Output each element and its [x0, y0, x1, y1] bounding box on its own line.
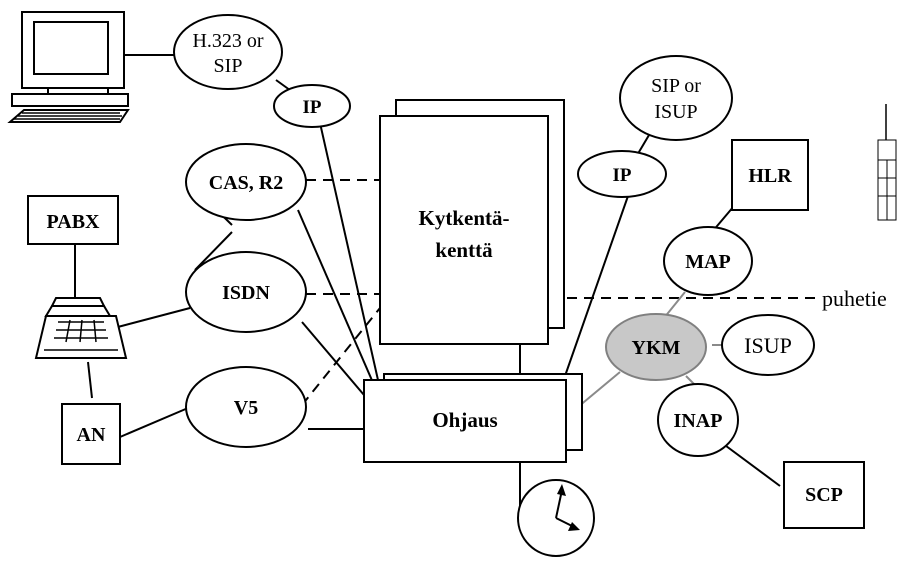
an-label: AN: [77, 424, 106, 446]
isdn-control-link: [301, 321, 365, 396]
h323-label-line1: H.323 or: [192, 30, 263, 52]
inap-label: INAP: [674, 410, 723, 432]
cas-control-link: [297, 209, 375, 386]
h323-node: H.323 or SIP: [173, 14, 283, 90]
isup-node: ISUP: [721, 314, 815, 376]
control-label: Ohjaus: [432, 408, 497, 432]
map-node: MAP: [663, 226, 753, 296]
control-unit: Ohjaus: [363, 373, 583, 463]
telephone-icon: [34, 297, 128, 359]
ykm-node: YKM: [605, 313, 707, 381]
scp-label: SCP: [805, 484, 843, 506]
ykm-label: YKM: [632, 337, 681, 359]
cas-node: CAS, R2: [185, 143, 307, 221]
sip-isup-label-line2: ISUP: [654, 101, 697, 123]
v5-node: V5: [185, 366, 307, 448]
v5-switch-dashed-link: [301, 307, 381, 406]
h323-label-line2: SIP: [214, 55, 243, 77]
switching-label-line2: kenttä: [435, 238, 493, 262]
cas-label: CAS, R2: [209, 172, 283, 194]
hlr-label: HLR: [748, 165, 792, 187]
isup-label: ISUP: [744, 333, 792, 358]
map-ykm-link: [663, 291, 686, 319]
mobile-phone-icon: [877, 104, 897, 221]
ip-right-node: IP: [577, 150, 667, 198]
terminal-isdn-link: [113, 307, 191, 329]
switching-label-line1: Kytkentä-: [419, 206, 510, 230]
inap-node: INAP: [657, 383, 739, 457]
v5-label: V5: [234, 397, 258, 419]
ip-control-link: [319, 122, 379, 381]
pabx-label: PABX: [47, 211, 101, 233]
isdn-node: ISDN: [185, 251, 307, 333]
computer-icon: [7, 11, 130, 123]
connections: [74, 54, 820, 515]
hlr-node: HLR: [731, 139, 809, 211]
speech-path-label: puhetie: [822, 286, 887, 311]
pabx-isdn-link: [194, 231, 233, 271]
ip-left-node: IP: [273, 84, 351, 128]
clock-icon: [517, 479, 595, 557]
scp-node: SCP: [783, 461, 865, 529]
an-v5-link: [119, 407, 189, 438]
sip-isup-label-line1: SIP or: [651, 75, 701, 97]
isdn-label: ISDN: [222, 282, 270, 304]
ip-right-label: IP: [613, 165, 632, 186]
pabx-node: PABX: [27, 195, 119, 245]
switching-matrix: Kytkentä- kenttä: [379, 99, 565, 345]
sip-isup-node: SIP or ISUP: [619, 55, 733, 141]
terminal-an-link: [87, 361, 93, 399]
an-node: AN: [61, 403, 121, 465]
ip-right-control-link: [564, 195, 629, 377]
ip-left-label: IP: [303, 97, 322, 118]
map-label: MAP: [685, 251, 731, 273]
inap-scp-link: [717, 439, 781, 487]
